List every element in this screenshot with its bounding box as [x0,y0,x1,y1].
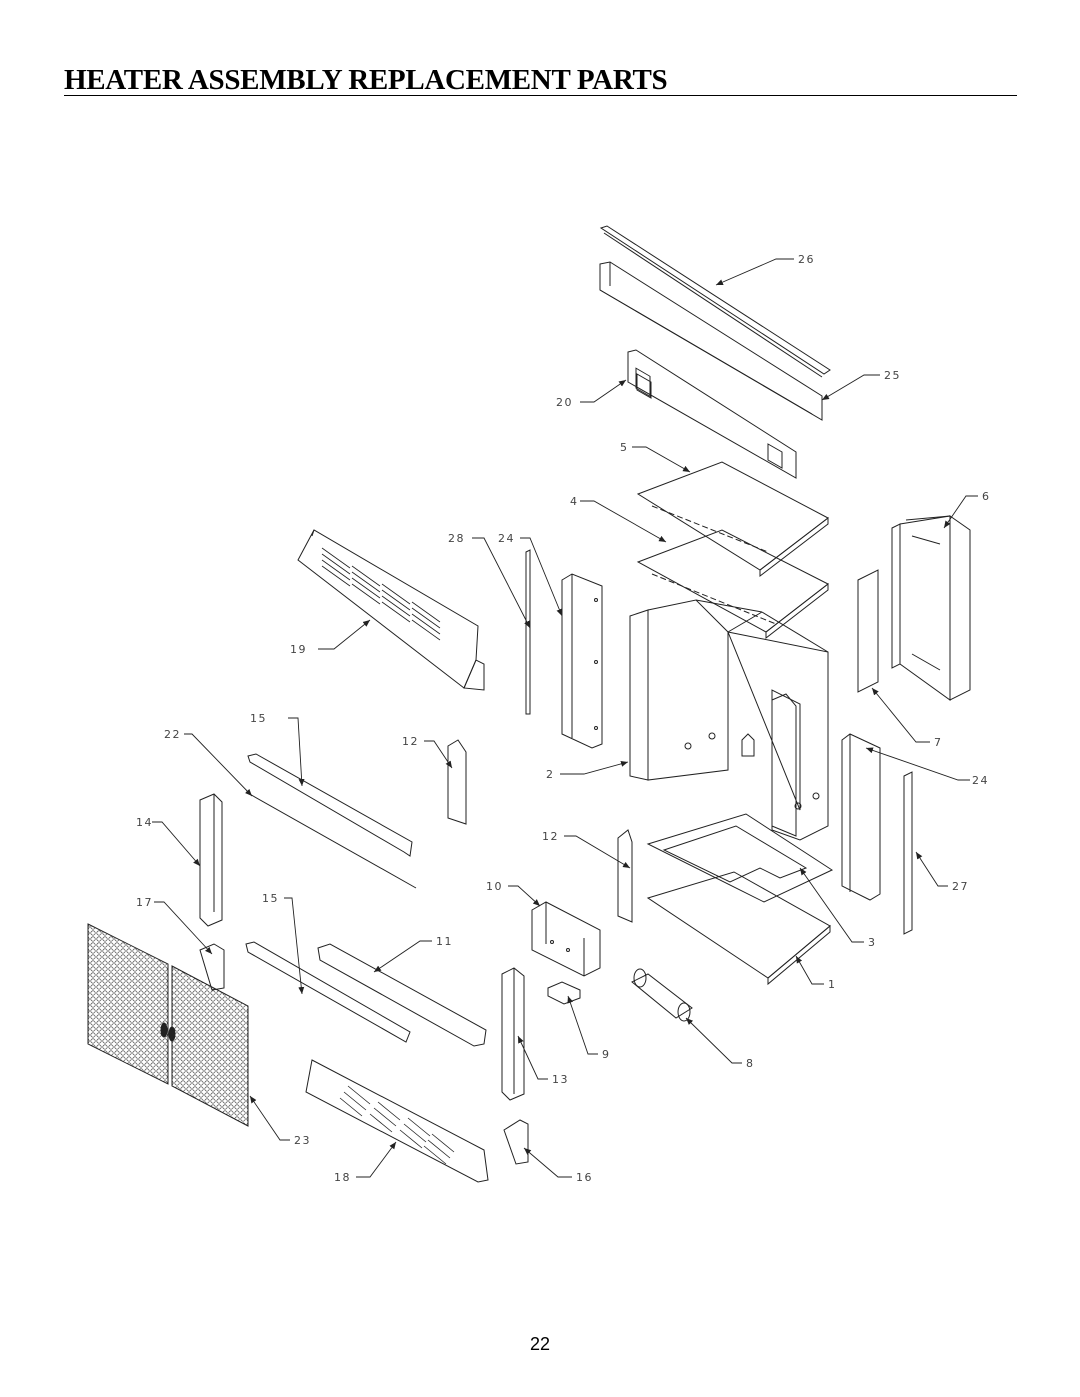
part-23-mesh-screens [87,923,249,1127]
callout-28: 28 [448,532,465,545]
callout-18: 18 [334,1171,351,1184]
callout-8: 8 [746,1057,755,1070]
title-rule [64,95,1017,96]
part-17-small-bracket [199,943,225,991]
callout-17: 17 [136,896,153,909]
callout-23: 23 [294,1134,311,1147]
part-28-strip [525,549,531,715]
part-20-vent-panel [627,349,797,479]
callout-10: 10 [486,880,503,893]
part-22-rod [245,791,417,889]
callout-11: 11 [436,935,453,948]
part-5-top-cover [636,461,829,578]
part-1-base-plate [646,871,831,986]
callout-labels: 1 2 3 4 5 6 7 8 9 10 11 12 12 13 14 15 1… [136,253,991,1184]
page-title: HEATER ASSEMBLY REPLACEMENT PARTS [64,64,668,96]
callout-22: 22 [164,728,181,741]
part-12-bracket-lower [617,829,633,923]
callout-13: 13 [552,1073,569,1086]
callout-3: 3 [868,936,877,949]
part-6-right-side-box [891,515,971,701]
callout-24-right: 24 [972,774,989,787]
callout-7: 7 [934,736,943,749]
callout-2: 2 [546,768,555,781]
callout-27: 27 [952,880,969,893]
callout-19: 19 [290,643,307,656]
callout-14: 14 [136,816,153,829]
part-15-rail-lower [245,941,411,1043]
part-15-rail-upper [247,753,413,857]
part-7-side-panel [857,569,879,693]
callout-15-lower: 15 [262,892,279,905]
part-14-side-bracket [199,793,223,927]
part-18-front-louver [305,1059,489,1183]
part-19-top-louver [297,529,485,691]
part-11-long-rail [317,943,487,1047]
part-3-floor-pan [646,813,834,903]
part-9-switch [547,981,581,1005]
callout-26: 26 [798,253,815,266]
part-10-blower-housing [531,901,601,977]
part-25-top-panel [599,261,823,421]
callout-leaders [152,258,978,1178]
callout-25: 25 [884,369,901,382]
part-8-motor [631,968,693,1022]
callout-9: 9 [602,1048,611,1061]
callout-24-left: 24 [498,532,515,545]
part-24-bracket-right [841,733,881,901]
callout-4: 4 [570,495,579,508]
part-2-cabinet-body [629,599,829,841]
page-number: 22 [529,1334,551,1354]
part-27-strip [903,771,913,935]
callout-12-upper: 12 [402,735,419,748]
part-26-top-rail [599,225,831,378]
callout-1: 1 [828,978,837,991]
part-24-bracket-left [561,573,603,749]
callout-6: 6 [982,490,991,503]
callout-5: 5 [620,441,629,454]
callout-20: 20 [556,396,573,409]
part-16-small-bracket [503,1119,529,1165]
part-13-bracket [501,967,525,1101]
callout-16: 16 [576,1171,593,1184]
part-12-bracket-upper [447,739,467,825]
callout-12-lower: 12 [542,830,559,843]
callout-15-upper: 15 [250,712,267,725]
